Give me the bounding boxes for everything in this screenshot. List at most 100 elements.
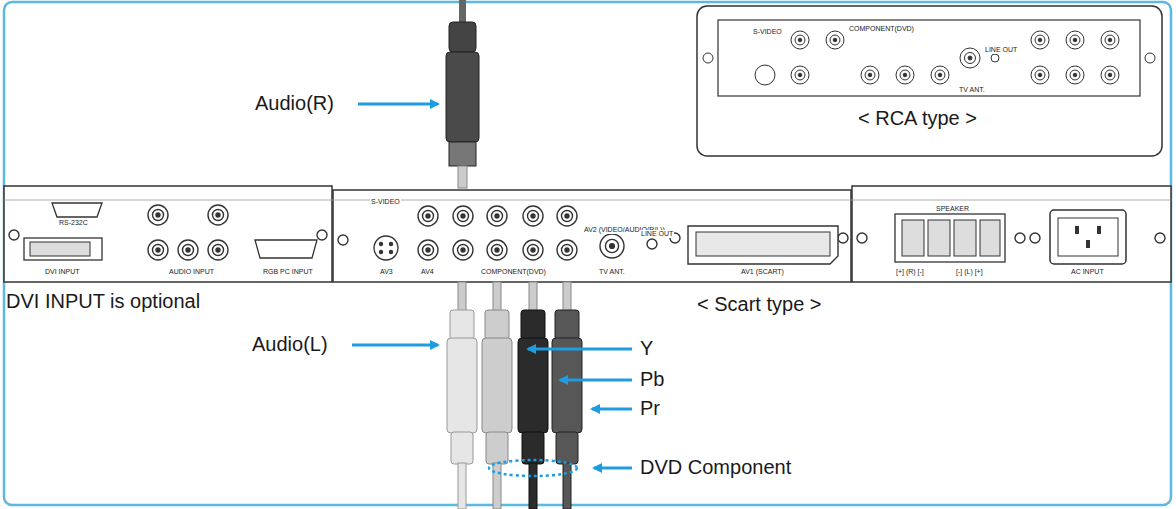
rca-jack (1066, 31, 1084, 49)
port-label: COMPONENT(DVD) (480, 268, 547, 276)
port-label: RGB PC INPUT (262, 268, 314, 276)
plug (449, 142, 476, 166)
cable (459, 0, 466, 24)
screw (1030, 233, 1040, 243)
rca-jack (795, 70, 805, 80)
screw (838, 233, 848, 243)
rca-jack (557, 206, 577, 226)
plug (556, 432, 578, 464)
rca-jack (528, 245, 539, 256)
plug (482, 338, 512, 433)
rca-jack (1108, 38, 1112, 42)
rca-jack (1070, 70, 1080, 80)
rca-jack (938, 73, 942, 77)
rca-jack (935, 70, 945, 80)
rca-jack (495, 214, 499, 218)
rca-panel (718, 20, 1140, 96)
rca-jack (495, 248, 499, 252)
plug-tip (493, 282, 501, 312)
port-label: AV1 (SCART) (740, 268, 785, 276)
rca-jack (216, 213, 220, 217)
rca-jack (418, 206, 438, 226)
port-label: AV3 (379, 268, 394, 276)
rca-jack (461, 248, 465, 252)
rca-jack (557, 240, 577, 260)
rca-jack (565, 214, 569, 218)
rca-jack (453, 206, 473, 226)
rca-jack (960, 48, 980, 68)
rca-jack (868, 73, 872, 77)
rca-jack (562, 211, 573, 222)
callout-label: Audio(R) (255, 92, 334, 114)
rca-jack (1105, 70, 1115, 80)
rca-jack (423, 245, 434, 256)
plug (552, 338, 582, 433)
plug-tip (458, 282, 466, 312)
port-label: LINE OUT (984, 46, 1018, 54)
rca-jack (418, 240, 438, 260)
plug-tip (529, 282, 537, 312)
rca-jack (1108, 73, 1112, 77)
rca-jack (610, 244, 615, 249)
rca-jack (600, 234, 624, 258)
rca-jack (216, 248, 220, 252)
rca-jack (523, 240, 543, 260)
screw (317, 230, 327, 240)
rca-jack (1070, 35, 1080, 45)
rca-jack (1073, 38, 1077, 42)
frame (4, 2, 1171, 505)
rca-jack (531, 214, 535, 218)
rca-jack (791, 66, 809, 84)
plug (518, 338, 548, 433)
rca-jack (798, 38, 802, 42)
rca-jack (826, 31, 844, 49)
rca-jack (1035, 35, 1045, 45)
rca-jack (1066, 66, 1084, 84)
rca-jack (968, 56, 972, 60)
rca-jack (565, 248, 569, 252)
rca-jack (865, 70, 875, 80)
note: DVI INPUT is optional (6, 290, 200, 312)
screw (338, 235, 348, 245)
pin (380, 243, 383, 246)
rca-jack (931, 66, 949, 84)
plug (555, 310, 579, 340)
rca-jack (562, 245, 573, 256)
rca-jack (1105, 35, 1115, 45)
rca-jack (423, 211, 434, 222)
port-label: COMPONENT(DVD) (848, 25, 915, 33)
rca-jack (1038, 38, 1042, 42)
cable (529, 463, 537, 509)
port-label: LINE OUT (640, 230, 674, 238)
port-label: TV ANT. (958, 86, 986, 94)
plug-tip (458, 166, 467, 188)
rca-jack (453, 240, 473, 260)
plug (486, 432, 508, 464)
plug (450, 310, 474, 340)
svideo-jack (755, 65, 775, 85)
plug (521, 310, 545, 340)
inset-box (697, 6, 1162, 156)
panel-middle (333, 190, 851, 282)
rca-jack (896, 66, 914, 84)
rca-jack (861, 66, 879, 84)
svideo-jack (374, 236, 398, 260)
rca-jack (213, 245, 224, 256)
rca-jack (426, 214, 430, 218)
rca-jack (156, 248, 160, 252)
port-label: S-VIDEO (370, 198, 401, 206)
plug (446, 52, 479, 142)
port-label: [-] (L) [+] (955, 268, 984, 276)
panel-type-label: < Scart type > (697, 293, 822, 315)
port-label: DVI INPUT (44, 268, 81, 276)
rca-jack (183, 245, 194, 256)
rca-jack (492, 211, 503, 222)
port-label: SPEAKER (935, 205, 970, 213)
pin (390, 251, 393, 254)
port-label: TV ANT. (598, 268, 626, 276)
screw (857, 233, 867, 243)
rca-jack (487, 206, 507, 226)
rca-jack (965, 53, 976, 64)
port-label: [+] (R) [-] (895, 268, 925, 276)
